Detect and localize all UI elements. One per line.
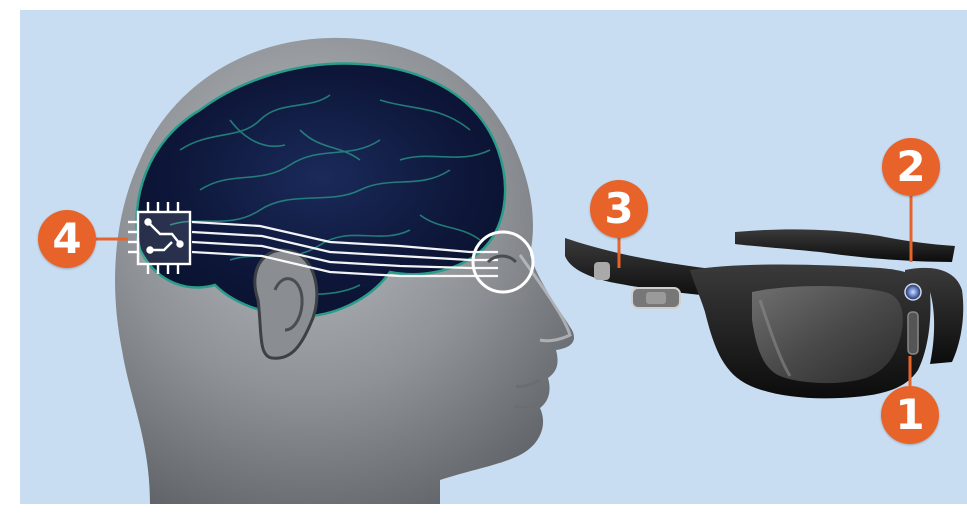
callout-badge-2: 2 bbox=[882, 138, 940, 196]
callout-badge-4: 4 bbox=[38, 210, 96, 268]
callout-badge-3: 3 bbox=[590, 180, 648, 238]
glasses-hinge-sensor bbox=[908, 312, 918, 354]
callout-badge-1: 1 bbox=[881, 386, 939, 444]
circuit-chip-icon bbox=[128, 202, 190, 274]
glasses-camera-lens bbox=[905, 284, 921, 300]
